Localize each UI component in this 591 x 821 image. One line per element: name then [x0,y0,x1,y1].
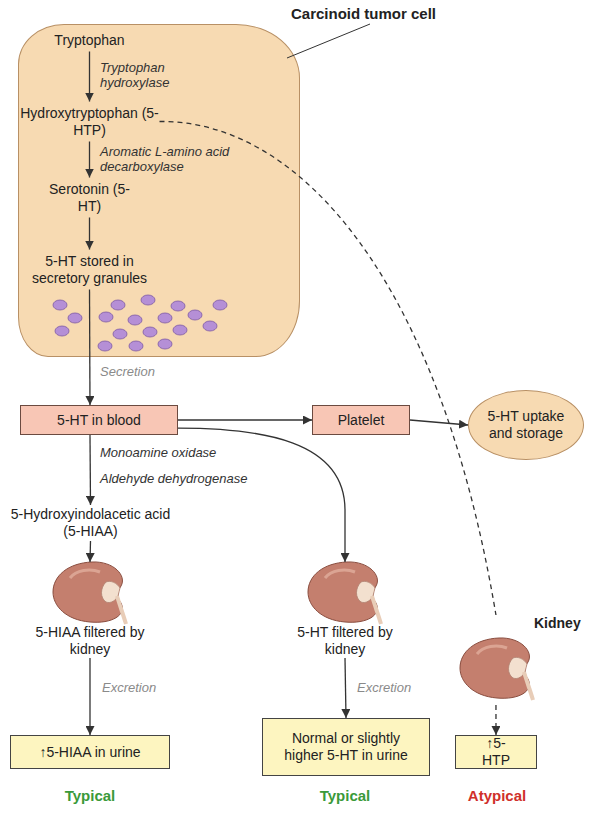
process-box: Platelet [312,405,410,435]
dashed-arrow [160,121,496,615]
connector-arrow [89,142,90,178]
leader-line [287,24,370,58]
granule [53,300,67,310]
kidney-caption: 5-HT filtered by kidney [297,624,393,658]
connector-arrow [89,541,91,562]
granule [68,313,82,323]
granule [111,300,125,310]
cell-heading: Carcinoid tumor cell [291,5,461,22]
storage-oval: 5-HT uptake and storage [468,390,584,460]
result-box: Normal or slightly higher 5-HT in urine [262,718,430,776]
result-box: ↑5-HTP [455,735,537,769]
kidney-caption: 5-HIAA filtered by kidney [35,624,145,658]
granule [99,312,113,322]
connector-arrow [89,435,91,505]
granule [213,300,227,310]
node-text: 5-HT in blood [57,412,141,429]
node-text: 5-HT uptake and storage [481,408,571,442]
enzyme-label: Monoamine oxidase [100,445,270,460]
kidney-node: Kidney [462,615,582,705]
granule [55,326,69,336]
granule [98,341,112,351]
node-text: ↑5-HTP [476,735,516,769]
kidney-illustration [53,562,126,624]
enzyme-label: Tryptophan hydroxylase [100,60,190,90]
connector-arrow [410,420,468,425]
granule [128,315,142,325]
kidney-illustration [308,562,381,624]
granule [143,327,157,337]
kidney-illustration [460,638,533,700]
step-label: Secretion [100,364,190,379]
connector-arrow [89,290,91,406]
granule [203,321,217,331]
compound-node: 5-Hydroxyindolacetic acid (5-HIAA) [3,505,178,541]
outcome-label: Typical [30,788,150,803]
connector-arrow [89,658,90,735]
granule [158,339,172,349]
enzyme-label: Aldehyde dehydrogenase [100,471,270,486]
compound-node: Hydroxytryptophan (5-HTP) [20,102,160,142]
granule [158,313,172,323]
granule [188,310,202,320]
connector-arrow [89,218,90,250]
step-label: Excretion [102,680,182,695]
granule [141,295,155,305]
node-text: Platelet [338,412,385,429]
result-box: ↑5-HIAA in urine [10,735,170,769]
node-text: Normal or slightly higher 5-HT in urine [283,730,409,764]
kidney-node: 5-HIAA filtered by kidney [35,562,145,658]
kidney-label: Kidney [534,615,591,632]
outcome-label: Atypical [437,788,557,803]
connector-arrow [178,419,312,420]
connector-arrow [89,52,90,102]
process-box: 5-HT in blood [20,405,178,435]
outcome-label: Typical [285,788,405,803]
node-text: Tryptophan [54,32,124,49]
granule [173,325,187,335]
granule [129,341,143,351]
node-text: 5-Hydroxyindolacetic acid (5-HIAA) [3,506,178,540]
secretory-granules [53,295,227,351]
node-text: ↑5-HIAA in urine [39,744,140,761]
node-text: Serotonin (5-HT) [45,181,135,215]
dashed-arrow [495,705,496,735]
compound-node: Tryptophan [35,30,145,52]
step-label: Excretion [357,680,437,695]
node-text: 5-HT stored in secretory granules [20,253,160,287]
enzyme-label: Aromatic L-amino acid decarboxylase [100,144,255,174]
kidney-node: 5-HT filtered by kidney [290,562,400,658]
node-text: Hydroxytryptophan (5-HTP) [20,105,160,139]
storage-node: 5-HT stored in secretory granules [20,250,160,290]
compound-node: Serotonin (5-HT) [45,178,135,218]
connector-arrow [345,658,346,718]
granule [113,329,127,339]
granule [171,301,185,311]
